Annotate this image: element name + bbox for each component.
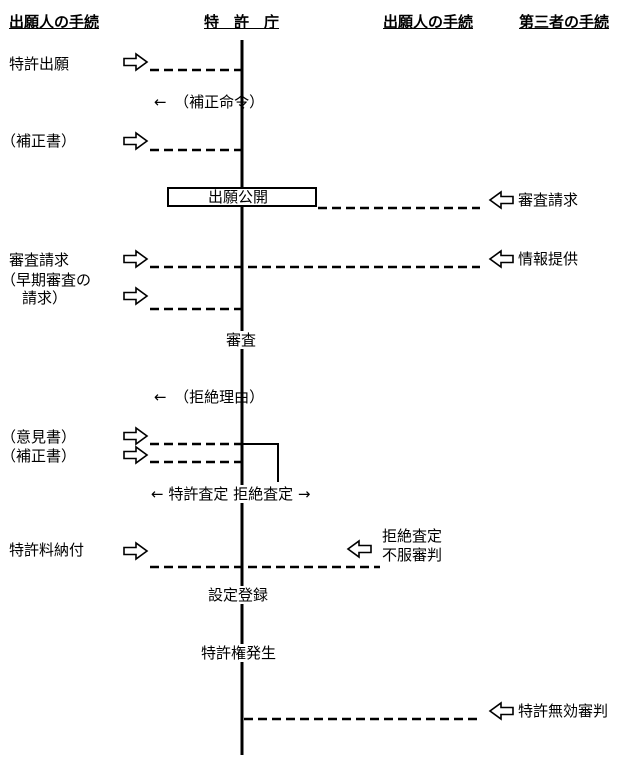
hollow-arrow-left-icon [489, 250, 514, 268]
hollow-arrow-right-icon [123, 250, 148, 268]
office-patent-right: 特許権発生 [201, 644, 277, 662]
office-decision: ← 特許査定 拒絶査定 → [151, 485, 311, 503]
hollow-arrow-right-icon [123, 287, 148, 305]
third-exam-request: 審査請求 [518, 191, 579, 209]
hollow-arrow-left-icon [347, 540, 372, 558]
office-amendment-order: ← （補正命令） [154, 93, 265, 111]
header-applicant-left: 出願人の手続 [9, 13, 100, 31]
appeal-line2: 不服審判 [382, 546, 443, 564]
office-refusal-reasons: ← （拒絶理由） [154, 388, 265, 406]
step-fee-payment: 特許料納付 [9, 541, 85, 559]
step-amendment-2: （補正書） [1, 447, 77, 465]
hollow-arrow-right-icon [123, 446, 148, 464]
decision-bracket [243, 443, 279, 482]
office-registration: 設定登録 [208, 586, 269, 604]
appeal-line1: 拒絶査定 [382, 527, 443, 545]
header-third-party: 第三者の手続 [519, 13, 610, 31]
hollow-arrow-left-icon [489, 191, 514, 209]
third-invalidation-trial: 特許無効審判 [518, 702, 609, 720]
step-amendment: （補正書） [1, 132, 77, 150]
step-written-opinion: （意見書） [1, 428, 77, 446]
step-early-exam-line2: 請求） [22, 289, 68, 307]
hollow-arrow-right-icon [123, 53, 148, 71]
step-exam-request: 審査請求 [9, 251, 70, 269]
header-patent-office: 特 許 庁 [204, 13, 280, 31]
hollow-arrow-right-icon [123, 427, 148, 445]
header-applicant-right: 出願人の手続 [383, 13, 474, 31]
office-examination: 審査 [226, 331, 257, 349]
step-early-exam-line1: （早期審査の [1, 271, 92, 289]
office-publication: 出願公開 [208, 188, 269, 206]
hollow-arrow-right-icon [123, 132, 148, 150]
step-application: 特許出願 [9, 55, 70, 73]
third-info-provision: 情報提供 [518, 250, 579, 268]
hollow-arrow-left-icon [489, 702, 514, 720]
hollow-arrow-right-icon [123, 542, 148, 560]
publication-box [167, 187, 317, 207]
